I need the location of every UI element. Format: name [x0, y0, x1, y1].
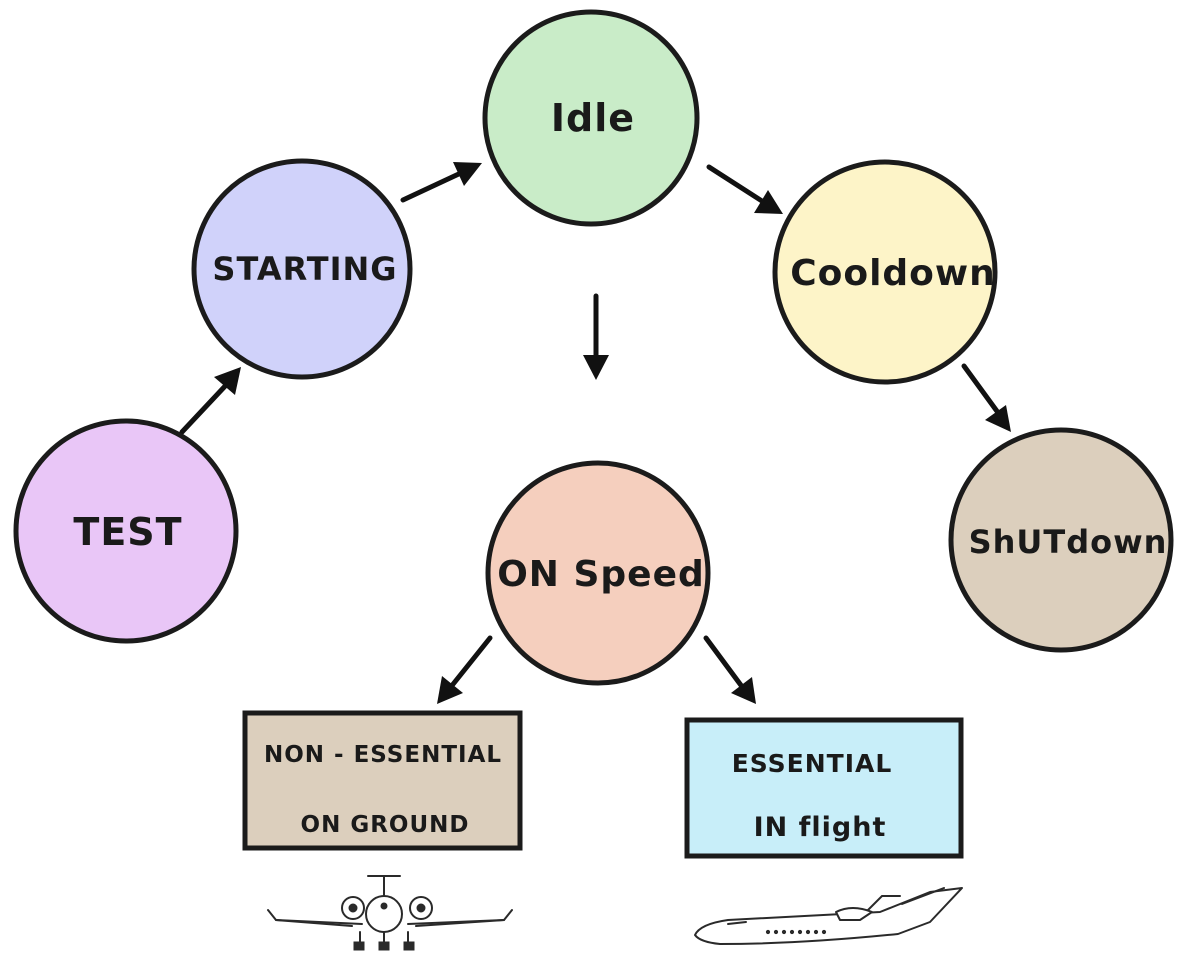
idle-circle	[482, 9, 700, 227]
essential-line2: IN flight	[754, 812, 887, 843]
state-test: TEST	[13, 418, 239, 644]
shutdown-label: ShUTdown	[969, 523, 1168, 561]
airplane-side-view-icon	[694, 887, 963, 945]
non-essential-line2: ON GROUND	[301, 812, 470, 838]
non-essential-line1: NON - ESSENTIAL	[264, 742, 502, 768]
arrow-test-to-starting	[179, 367, 241, 435]
state-cooldown: Cooldown	[772, 159, 998, 385]
arrow-on-speed-to-essential	[703, 635, 756, 704]
essential-line1: ESSENTIAL	[732, 749, 893, 778]
on-speed-label: ON Speed	[497, 554, 705, 595]
starting-label: STARTING	[212, 250, 397, 288]
starting-circle	[191, 158, 413, 380]
essential-box	[684, 717, 964, 859]
arrow-cooldown-to-shutdown	[961, 363, 1011, 432]
mode-non-essential: NON - ESSENTIAL ON GROUND	[242, 710, 523, 851]
arrow-starting-to-idle	[400, 162, 482, 203]
cabin-windows	[765, 929, 827, 935]
state-shutdown: ShUTdown	[948, 427, 1174, 653]
arrow-idle-to-on-speed	[583, 293, 609, 380]
cooldown-label: Cooldown	[790, 253, 996, 294]
idle-label: Idle	[551, 96, 635, 140]
test-label: TEST	[73, 510, 182, 554]
arrow-on-speed-to-non-essential	[437, 635, 493, 704]
state-idle: Idle	[482, 9, 700, 227]
airplane-front-view-icon	[267, 875, 513, 951]
mode-essential: ESSENTIAL IN flight	[684, 717, 964, 859]
transition-arrows	[179, 162, 1011, 704]
state-starting: STARTING	[191, 158, 413, 380]
on-speed-circle	[485, 460, 711, 686]
test-circle	[13, 418, 239, 644]
non-essential-box	[242, 710, 523, 851]
state-on-speed: ON Speed	[485, 460, 711, 686]
shutdown-circle	[948, 427, 1174, 653]
arrow-idle-to-cooldown	[706, 164, 783, 214]
cooldown-circle	[772, 159, 998, 385]
